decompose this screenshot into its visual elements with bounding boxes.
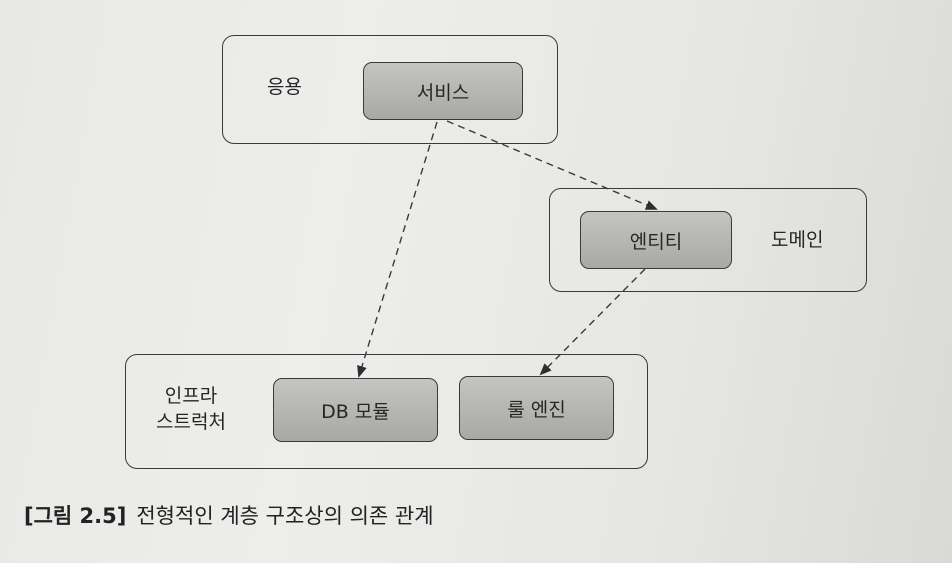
infrastructure-label-line2: 스트럭처 — [156, 410, 226, 433]
domain-layer — [549, 188, 867, 292]
db-module: DB 모듈 — [273, 378, 438, 442]
infrastructure-layer-label: 인프라 스트럭처 — [156, 384, 226, 435]
entity-module: 엔티티 — [580, 211, 732, 269]
arrow-service-to-db-module — [357, 121, 438, 378]
infrastructure-layer — [125, 354, 648, 469]
application-layer — [222, 35, 558, 144]
figure-caption: [그림 2.5] 전형적인 계층 구조상의 의존 관계 — [24, 500, 434, 530]
service-module: 서비스 — [363, 62, 523, 120]
domain-layer-label: 도메인 — [771, 229, 824, 251]
arrow-entity-to-rule-engine — [539, 268, 646, 376]
figure-number: [그림 2.5] — [24, 504, 127, 528]
application-layer-label: 응용 — [267, 76, 302, 98]
rule-engine-module: 룰 엔진 — [459, 376, 614, 440]
arrow-service-to-entity — [446, 120, 658, 210]
infrastructure-label-line1: 인프라 — [164, 385, 218, 407]
caption-text: 전형적인 계층 구조상의 의존 관계 — [136, 504, 434, 528]
